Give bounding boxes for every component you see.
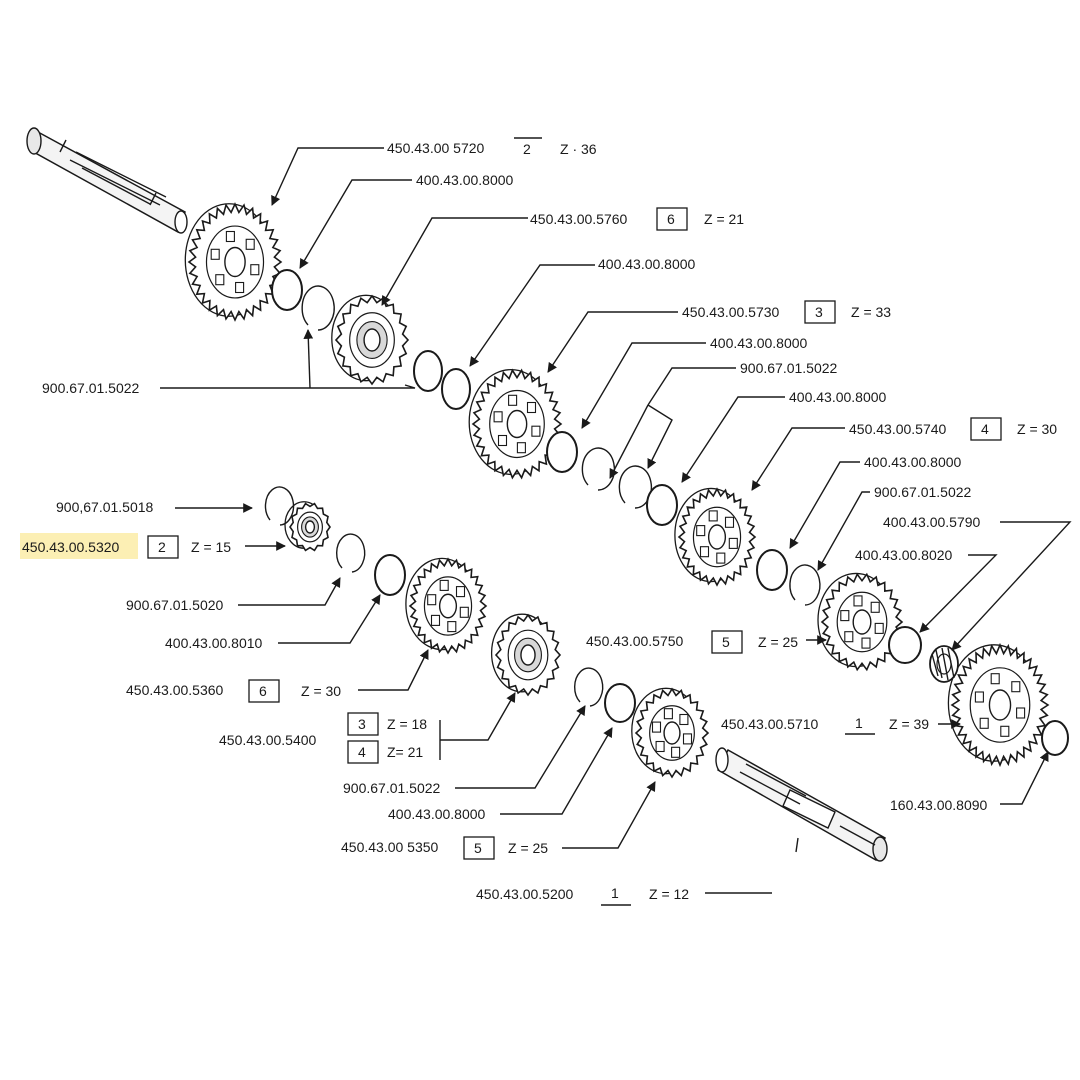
part-number: 400.43.00.8010 [165, 635, 263, 651]
part-number: 400.43.00.8000 [598, 256, 696, 272]
gear-index: 1 [855, 715, 863, 731]
gear-index: 3 [358, 716, 366, 732]
highlight-marker [20, 533, 138, 559]
tooth-count: Z = 25 [508, 840, 548, 856]
part-number: 900.67.01.5020 [126, 597, 224, 613]
tooth-count: Z = 30 [1017, 421, 1057, 437]
leader-lines [160, 147, 1072, 894]
tooth-count: Z= 21 [387, 744, 423, 760]
part-number: 400.43.00.8000 [864, 454, 962, 470]
part-number: 160.43.00.8090 [890, 797, 988, 813]
gear-icon [947, 642, 1050, 768]
gear-index: 6 [667, 211, 675, 227]
part-number: 900.67.01.5022 [874, 484, 972, 500]
circlip [789, 564, 821, 606]
lower-shaft [715, 747, 888, 862]
thrust-washer [646, 484, 678, 526]
part-number: 450.43.00.5750 [586, 633, 684, 649]
gear-index: 3 [815, 304, 823, 320]
thrust-washer [441, 368, 471, 410]
tooth-count: Z · 36 [560, 141, 597, 157]
part-number: 400.43.00.5790 [883, 514, 981, 530]
part-number: 900.67.01.5022 [740, 360, 838, 376]
gear-index: 1 [611, 885, 619, 901]
part-number: 450.43.00 5350 [341, 839, 439, 855]
part-number: 450.43.00.5400 [219, 732, 317, 748]
gear-icon [490, 613, 562, 697]
part-number: 900.67.01.5022 [42, 380, 140, 396]
gear-icon [468, 368, 563, 480]
part-number: 900,67.01.5018 [56, 499, 154, 515]
tooth-count: Z = 21 [704, 211, 744, 227]
gear-icon [817, 572, 904, 672]
tooth-count: Z = 25 [758, 634, 798, 650]
tooth-count: Z = 15 [191, 539, 231, 555]
part-number: 400.43.00.8000 [789, 389, 887, 405]
part-number: 450.43.00 5720 [387, 140, 485, 156]
part-labels: 450.43.00 5720 2 Z · 36 400.43.00.8000 4… [22, 137, 1057, 906]
thrust-washer [546, 431, 578, 473]
gear-icon [331, 294, 410, 386]
part-number: 400.43.00.8020 [855, 547, 953, 563]
gear-index: 6 [259, 683, 267, 699]
part-number: 900.67.01.5022 [343, 780, 441, 796]
tooth-count: Z = 18 [387, 716, 427, 732]
part-number: 450.43.00.5760 [530, 211, 628, 227]
part-number: 400.43.00.8000 [388, 806, 486, 822]
part-number: 450.43.00.5730 [682, 304, 780, 320]
gear-icon [631, 687, 710, 779]
thrust-washer [604, 683, 636, 723]
thrust-washer [888, 626, 922, 664]
thrust-washer [413, 350, 443, 392]
needle-bearing [929, 645, 959, 683]
part-number: 400.43.00.8000 [710, 335, 808, 351]
tooth-count: Z = 33 [851, 304, 891, 320]
gear-index: 5 [722, 634, 730, 650]
tooth-count: Z = 30 [301, 683, 341, 699]
part-number: 450.43.00.5740 [849, 421, 947, 437]
upper-shaft [26, 127, 188, 234]
gear-index: 2 [523, 141, 531, 157]
part-number: 450.43.00.5320 [22, 539, 120, 555]
gear-icon [284, 501, 331, 552]
part-number: 450.43.00.5200 [476, 886, 574, 902]
circlip [264, 486, 295, 526]
circlip [301, 285, 335, 331]
circlip [573, 667, 604, 707]
gear-index: 5 [474, 840, 482, 856]
gear-icon [184, 202, 283, 322]
gear-index: 2 [158, 539, 166, 555]
part-number: 400.43.00.8000 [416, 172, 514, 188]
thrust-washer [271, 269, 303, 311]
part-number: 450.43.00.5710 [721, 716, 819, 732]
gear-index: 4 [358, 744, 366, 760]
thrust-washer [1041, 720, 1069, 756]
gear-icon [405, 557, 488, 655]
gear-icon [674, 487, 757, 587]
gear-index: 4 [981, 421, 989, 437]
circlip [581, 447, 616, 491]
tooth-count: Z = 39 [889, 716, 929, 732]
thrust-washer [756, 549, 788, 591]
thrust-washer [374, 554, 406, 596]
tooth-count: Z = 12 [649, 886, 689, 902]
circlip [335, 533, 366, 573]
part-number: 450.43.00.5360 [126, 682, 224, 698]
